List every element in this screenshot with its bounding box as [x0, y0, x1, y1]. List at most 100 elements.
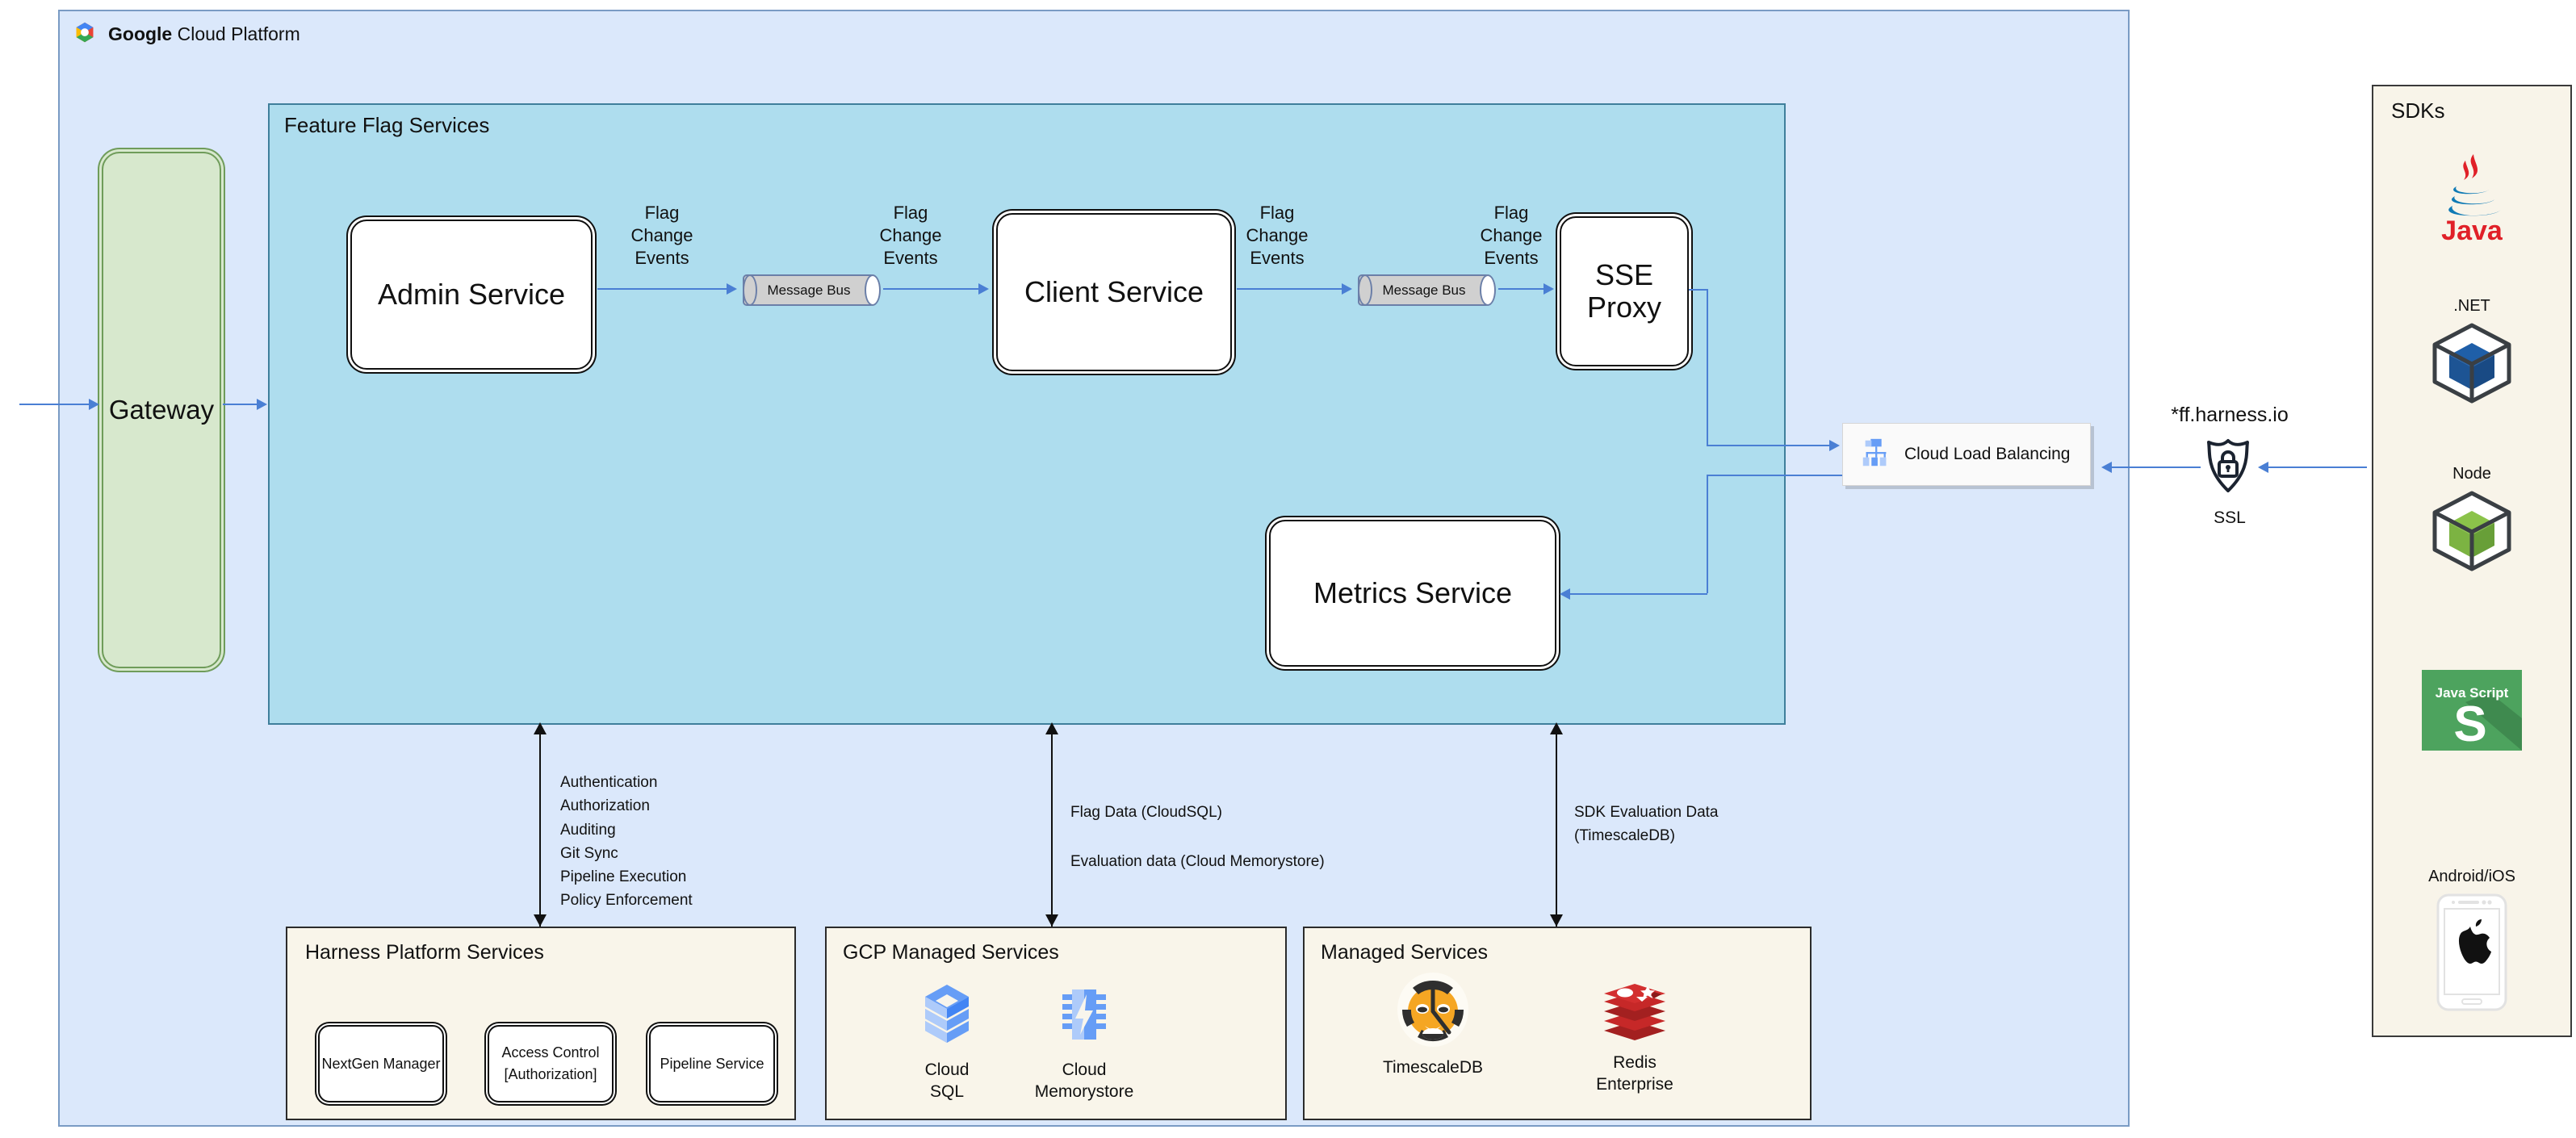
admin-service-label: Admin Service	[377, 278, 566, 311]
flag-change-events-label-3: Flag Change Events	[1246, 203, 1309, 269]
sdk-item-javascript[interactable]: Java Script S	[2372, 670, 2572, 751]
message-bus-1-label: Message Bus	[767, 282, 851, 298]
gateway-box[interactable]: Gateway	[102, 152, 221, 668]
feature-flag-services-panel	[268, 103, 1786, 725]
connector-gcp-data-text: Flag Data (CloudSQL) Evaluation data (Cl…	[1070, 804, 1325, 870]
connector-platform-arrow-down	[534, 914, 547, 927]
sse-to-lb-arrowhead	[1829, 440, 1840, 451]
connector-gcp-data-line	[1051, 726, 1053, 927]
redis-enterprise-label: Redis Enterprise	[1596, 1053, 1673, 1094]
javascript-logo-icon: Java Script S	[2372, 670, 2572, 751]
sdk-item-java[interactable]: Java	[2372, 149, 2572, 246]
access-control-box[interactable]: Access Control [Authorization]	[488, 1025, 614, 1102]
arrow-client-to-bus2-line	[1237, 288, 1342, 290]
admin-service-box[interactable]: Admin Service	[350, 220, 593, 370]
sse-to-lb-seg-v	[1707, 289, 1708, 445]
metrics-service-box[interactable]: Metrics Service	[1269, 520, 1556, 667]
sdk-item-android-ios[interactable]: Android/iOS	[2372, 868, 2572, 1012]
cloud-load-balancing-card[interactable]: Cloud Load Balancing	[1842, 423, 2091, 486]
arrow-into-gateway-head	[89, 399, 99, 410]
arrow-gateway-to-ffs-line	[223, 404, 257, 405]
svg-text:Java: Java	[2441, 215, 2503, 246]
metrics-service-label: Metrics Service	[1313, 576, 1513, 609]
cloud-sql-item[interactable]: Cloud SQL	[878, 983, 1016, 1103]
feature-flag-services-title: Feature Flag Services	[284, 113, 490, 137]
arrow-bus1-to-client-head	[978, 283, 989, 295]
cloud-memorystore-item[interactable]: Cloud Memorystore	[1016, 983, 1153, 1103]
pipeline-service-box[interactable]: Pipeline Service	[649, 1025, 775, 1102]
gcp-managed-services-panel	[825, 927, 1287, 1120]
cloud-sql-label: Cloud SQL	[924, 1061, 970, 1102]
gcp-title-rest: Cloud Platform	[172, 23, 300, 44]
lb-to-metrics-arrowhead	[1560, 588, 1570, 600]
gateway-label: Gateway	[108, 395, 215, 425]
connector-platform-arrow-up	[534, 722, 547, 734]
connector-gcp-data-arrow-down	[1045, 914, 1058, 927]
gcp-header: Google Cloud Platform	[73, 18, 412, 50]
svg-text:S: S	[2453, 697, 2486, 751]
sse-proxy-label: SSE Proxy	[1586, 257, 1662, 324]
connector-gcp-data-arrow-up	[1045, 722, 1058, 734]
arrow-client-to-bus2-head	[1342, 283, 1352, 295]
nextgen-manager-box[interactable]: NextGen Manager	[318, 1025, 444, 1102]
java-logo-icon: Java	[2372, 149, 2572, 246]
sdks-title: SDKs	[2391, 98, 2445, 123]
google-cloud-logo-icon	[73, 20, 97, 48]
flag-change-events-label-4: Flag Change Events	[1480, 203, 1543, 269]
ssl-label: SSL	[2214, 508, 2246, 527]
flag-change-events-label-2: Flag Change Events	[879, 203, 942, 269]
connector-platform-text: Authentication Authorization Auditing Gi…	[560, 774, 693, 910]
cloud-memorystore-label: Cloud Memorystore	[1034, 1061, 1134, 1102]
cloud-memorystore-icon	[1016, 983, 1153, 1052]
svg-text:Java Script: Java Script	[2436, 685, 2509, 701]
message-bus-1[interactable]: Message Bus	[743, 274, 881, 306]
arrow-sdk-to-ssl-line	[2268, 466, 2367, 468]
gcp-managed-services-title: GCP Managed Services	[843, 941, 1059, 964]
arrow-ssl-to-lb-line	[2112, 466, 2201, 468]
timescaledb-label: TimescaleDB	[1382, 1058, 1484, 1077]
client-service-box[interactable]: Client Service	[996, 213, 1232, 371]
mobile-phone-apple-icon	[2372, 893, 2572, 1012]
sdk-dotnet-caption: .NET	[2453, 297, 2490, 315]
connector-managed-data-text: SDK Evaluation Data (TimescaleDB)	[1574, 804, 1719, 845]
connector-managed-data-arrow-up	[1550, 722, 1563, 734]
timescaledb-item[interactable]: TimescaleDB	[1364, 973, 1502, 1078]
harness-platform-services-title: Harness Platform Services	[305, 941, 544, 964]
gcp-title-bold: Google	[108, 23, 173, 44]
arrow-bus2-to-sse-head	[1544, 283, 1554, 295]
flag-change-events-label-1: Flag Change Events	[630, 203, 693, 269]
dotnet-cube-icon	[2372, 322, 2572, 404]
sdk-android-ios-caption: Android/iOS	[2428, 868, 2515, 885]
connector-platform-line	[539, 726, 541, 927]
sdk-item-dotnet[interactable]: .NET	[2372, 297, 2572, 404]
sse-to-lb-seg-h1	[1689, 289, 1707, 291]
nextgen-manager-label: NextGen Manager	[321, 1055, 441, 1072]
arrow-bus1-to-client-line	[883, 288, 978, 290]
access-control-label: Access Control [Authorization]	[501, 1044, 600, 1082]
managed-services-panel	[1303, 927, 1812, 1120]
lb-to-metrics-seg-h1	[1707, 475, 1844, 476]
ssl-domain-label: *ff.harness.io	[2171, 404, 2289, 426]
arrow-admin-to-bus1-head	[727, 283, 737, 295]
sdk-node-caption: Node	[2452, 465, 2491, 483]
redis-enterprise-item[interactable]: Redis Enterprise	[1566, 981, 1703, 1096]
cloud-load-balancing-icon	[1859, 436, 1893, 474]
pipeline-service-label: Pipeline Service	[660, 1055, 764, 1072]
arrow-admin-to-bus1-line	[597, 288, 727, 290]
message-bus-2[interactable]: Message Bus	[1358, 274, 1496, 306]
node-cube-icon	[2372, 490, 2572, 572]
arrow-ssl-to-lb-head	[2101, 462, 2112, 473]
sse-proxy-box[interactable]: SSE Proxy	[1560, 216, 1689, 366]
connector-managed-data-line	[1556, 726, 1557, 927]
gcp-title: Google Cloud Platform	[108, 23, 300, 45]
lb-to-metrics-seg-v	[1707, 475, 1708, 593]
sdk-item-node[interactable]: Node	[2372, 465, 2572, 572]
arrow-bus2-to-sse-line	[1498, 288, 1544, 290]
timescaledb-tiger-icon	[1364, 973, 1502, 1050]
sse-to-lb-seg-h2	[1707, 445, 1829, 446]
redis-stack-icon	[1566, 981, 1703, 1045]
arrow-gateway-to-ffs-head	[257, 399, 267, 410]
client-service-label: Client Service	[1024, 275, 1204, 308]
cloud-load-balancing-label: Cloud Load Balancing	[1904, 445, 2071, 463]
